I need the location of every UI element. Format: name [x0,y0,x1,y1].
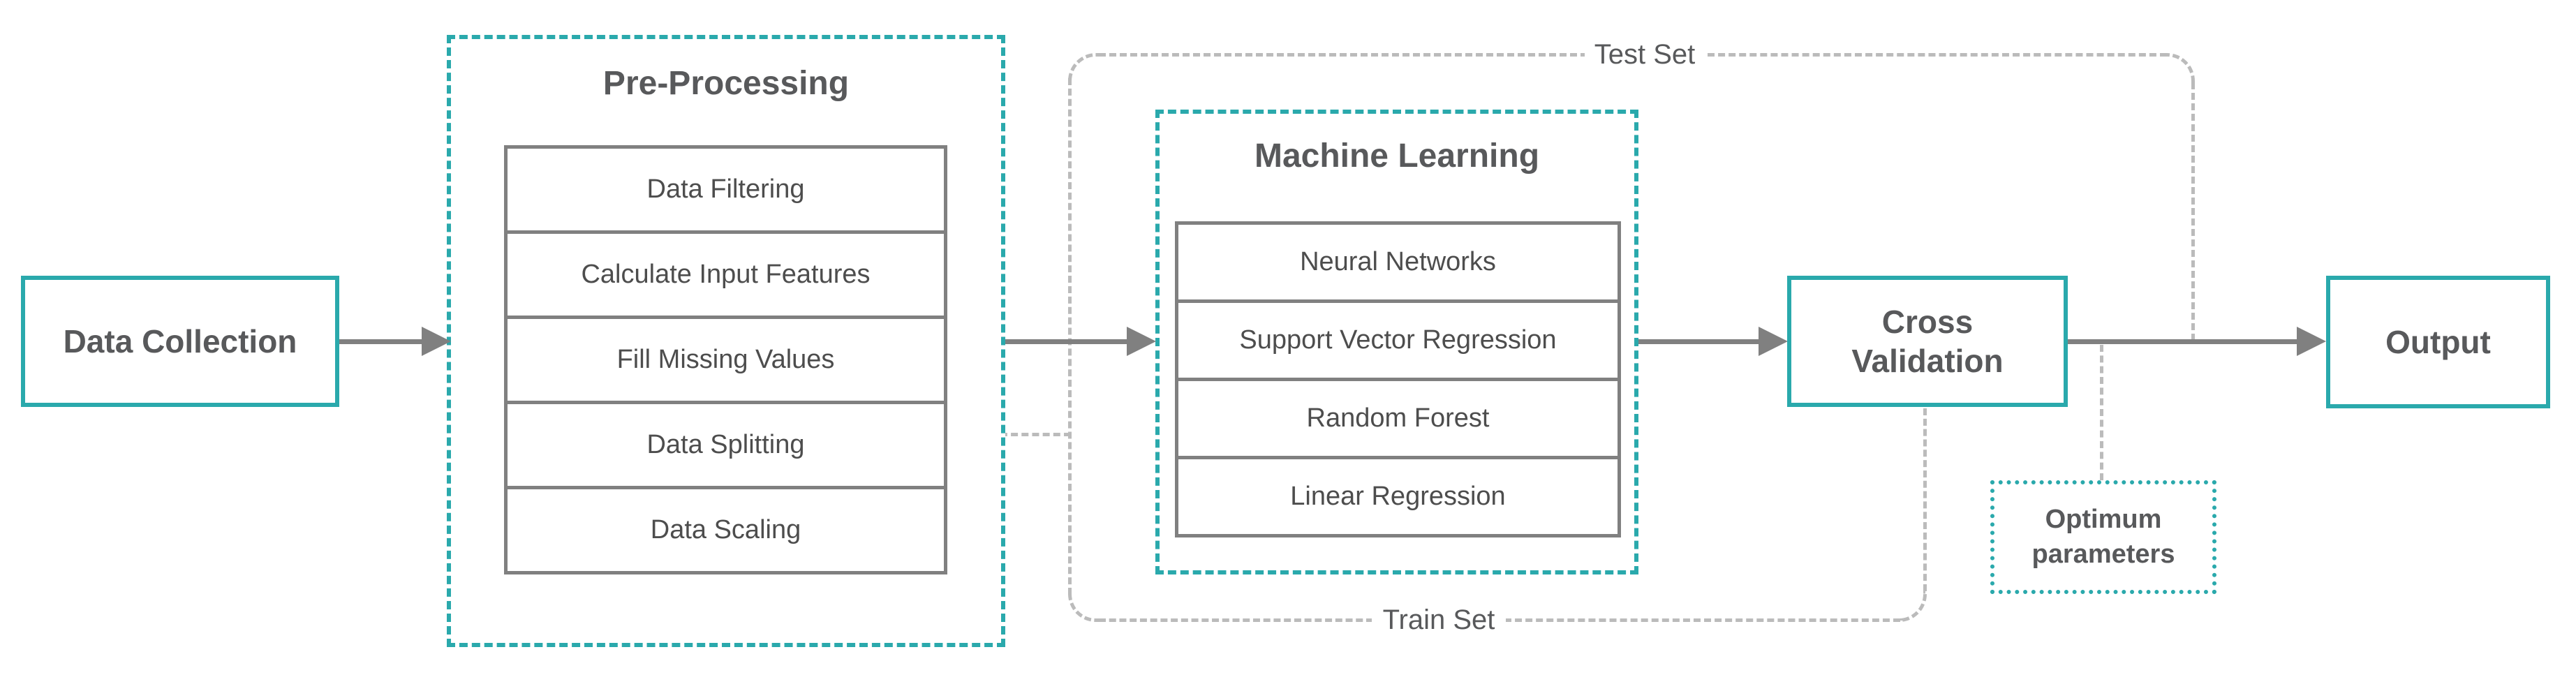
pre-processing-step: Data Scaling [508,486,944,571]
connector-train-set-right [1504,618,1900,622]
arrow-preprocessing-to-ml-line [1005,339,1130,344]
optimum-parameters-label: Optimum parameters [2031,505,2175,569]
cross-validation-label: Cross Validation [1851,303,2004,379]
arrow-ml-to-crossvalidation-head [1759,327,1788,356]
arrow-collection-to-preprocessing-line [339,339,424,344]
connector-test-set-down [2191,82,2195,341]
connector-corner-bottom-right [1899,590,1927,622]
machine-learning-model: Neural Networks [1178,225,1618,299]
arrow-crossvalidation-to-output-line [2068,339,2300,344]
cross-validation-node: Cross Validation [1787,276,2068,407]
machine-learning-model: Linear Regression [1178,456,1618,534]
output-node: Output [2326,276,2550,408]
output-label: Output [2385,323,2491,360]
machine-learning-model: Random Forest [1178,378,1618,456]
data-collection-node: Data Collection [21,276,339,407]
pre-processing-step: Data Filtering [508,149,944,230]
connector-train-set-left [1099,618,1373,622]
optimum-parameters-node: Optimum parameters [1990,480,2216,594]
arrow-crossvalidation-to-output-head [2297,327,2326,356]
connector-test-set-right [1708,53,2167,57]
arrow-collection-to-preprocessing-head [422,327,451,356]
machine-learning-models-table: Neural Networks Support Vector Regressio… [1175,221,1621,537]
test-set-label: Test Set [1585,34,1705,75]
pre-processing-step: Fill Missing Values [508,316,944,401]
train-set-label: Train Set [1372,599,1506,641]
connector-corner-top-right [2163,53,2195,85]
arrow-ml-to-crossvalidation-line [1638,339,1761,344]
connector-data-splitting [947,433,1071,436]
connector-corner-top-left [1068,53,1100,85]
pre-processing-step: Data Splitting [508,401,944,486]
arrow-preprocessing-to-ml-head [1127,327,1156,356]
connector-test-set-left [1099,53,1587,57]
pre-processing-step: Calculate Input Features [508,230,944,316]
connector-split-vertical [1068,78,1072,595]
connector-optimum-parameters [2100,345,2103,480]
connector-train-set-up [1923,408,1927,591]
connector-corner-bottom-left [1068,590,1100,622]
data-collection-label: Data Collection [63,322,297,359]
pre-processing-steps-table: Data Filtering Calculate Input Features … [504,145,947,574]
machine-learning-model: Support Vector Regression [1178,299,1618,378]
machine-learning-title: Machine Learning [1254,138,1540,175]
pre-processing-title: Pre-Processing [602,65,850,102]
